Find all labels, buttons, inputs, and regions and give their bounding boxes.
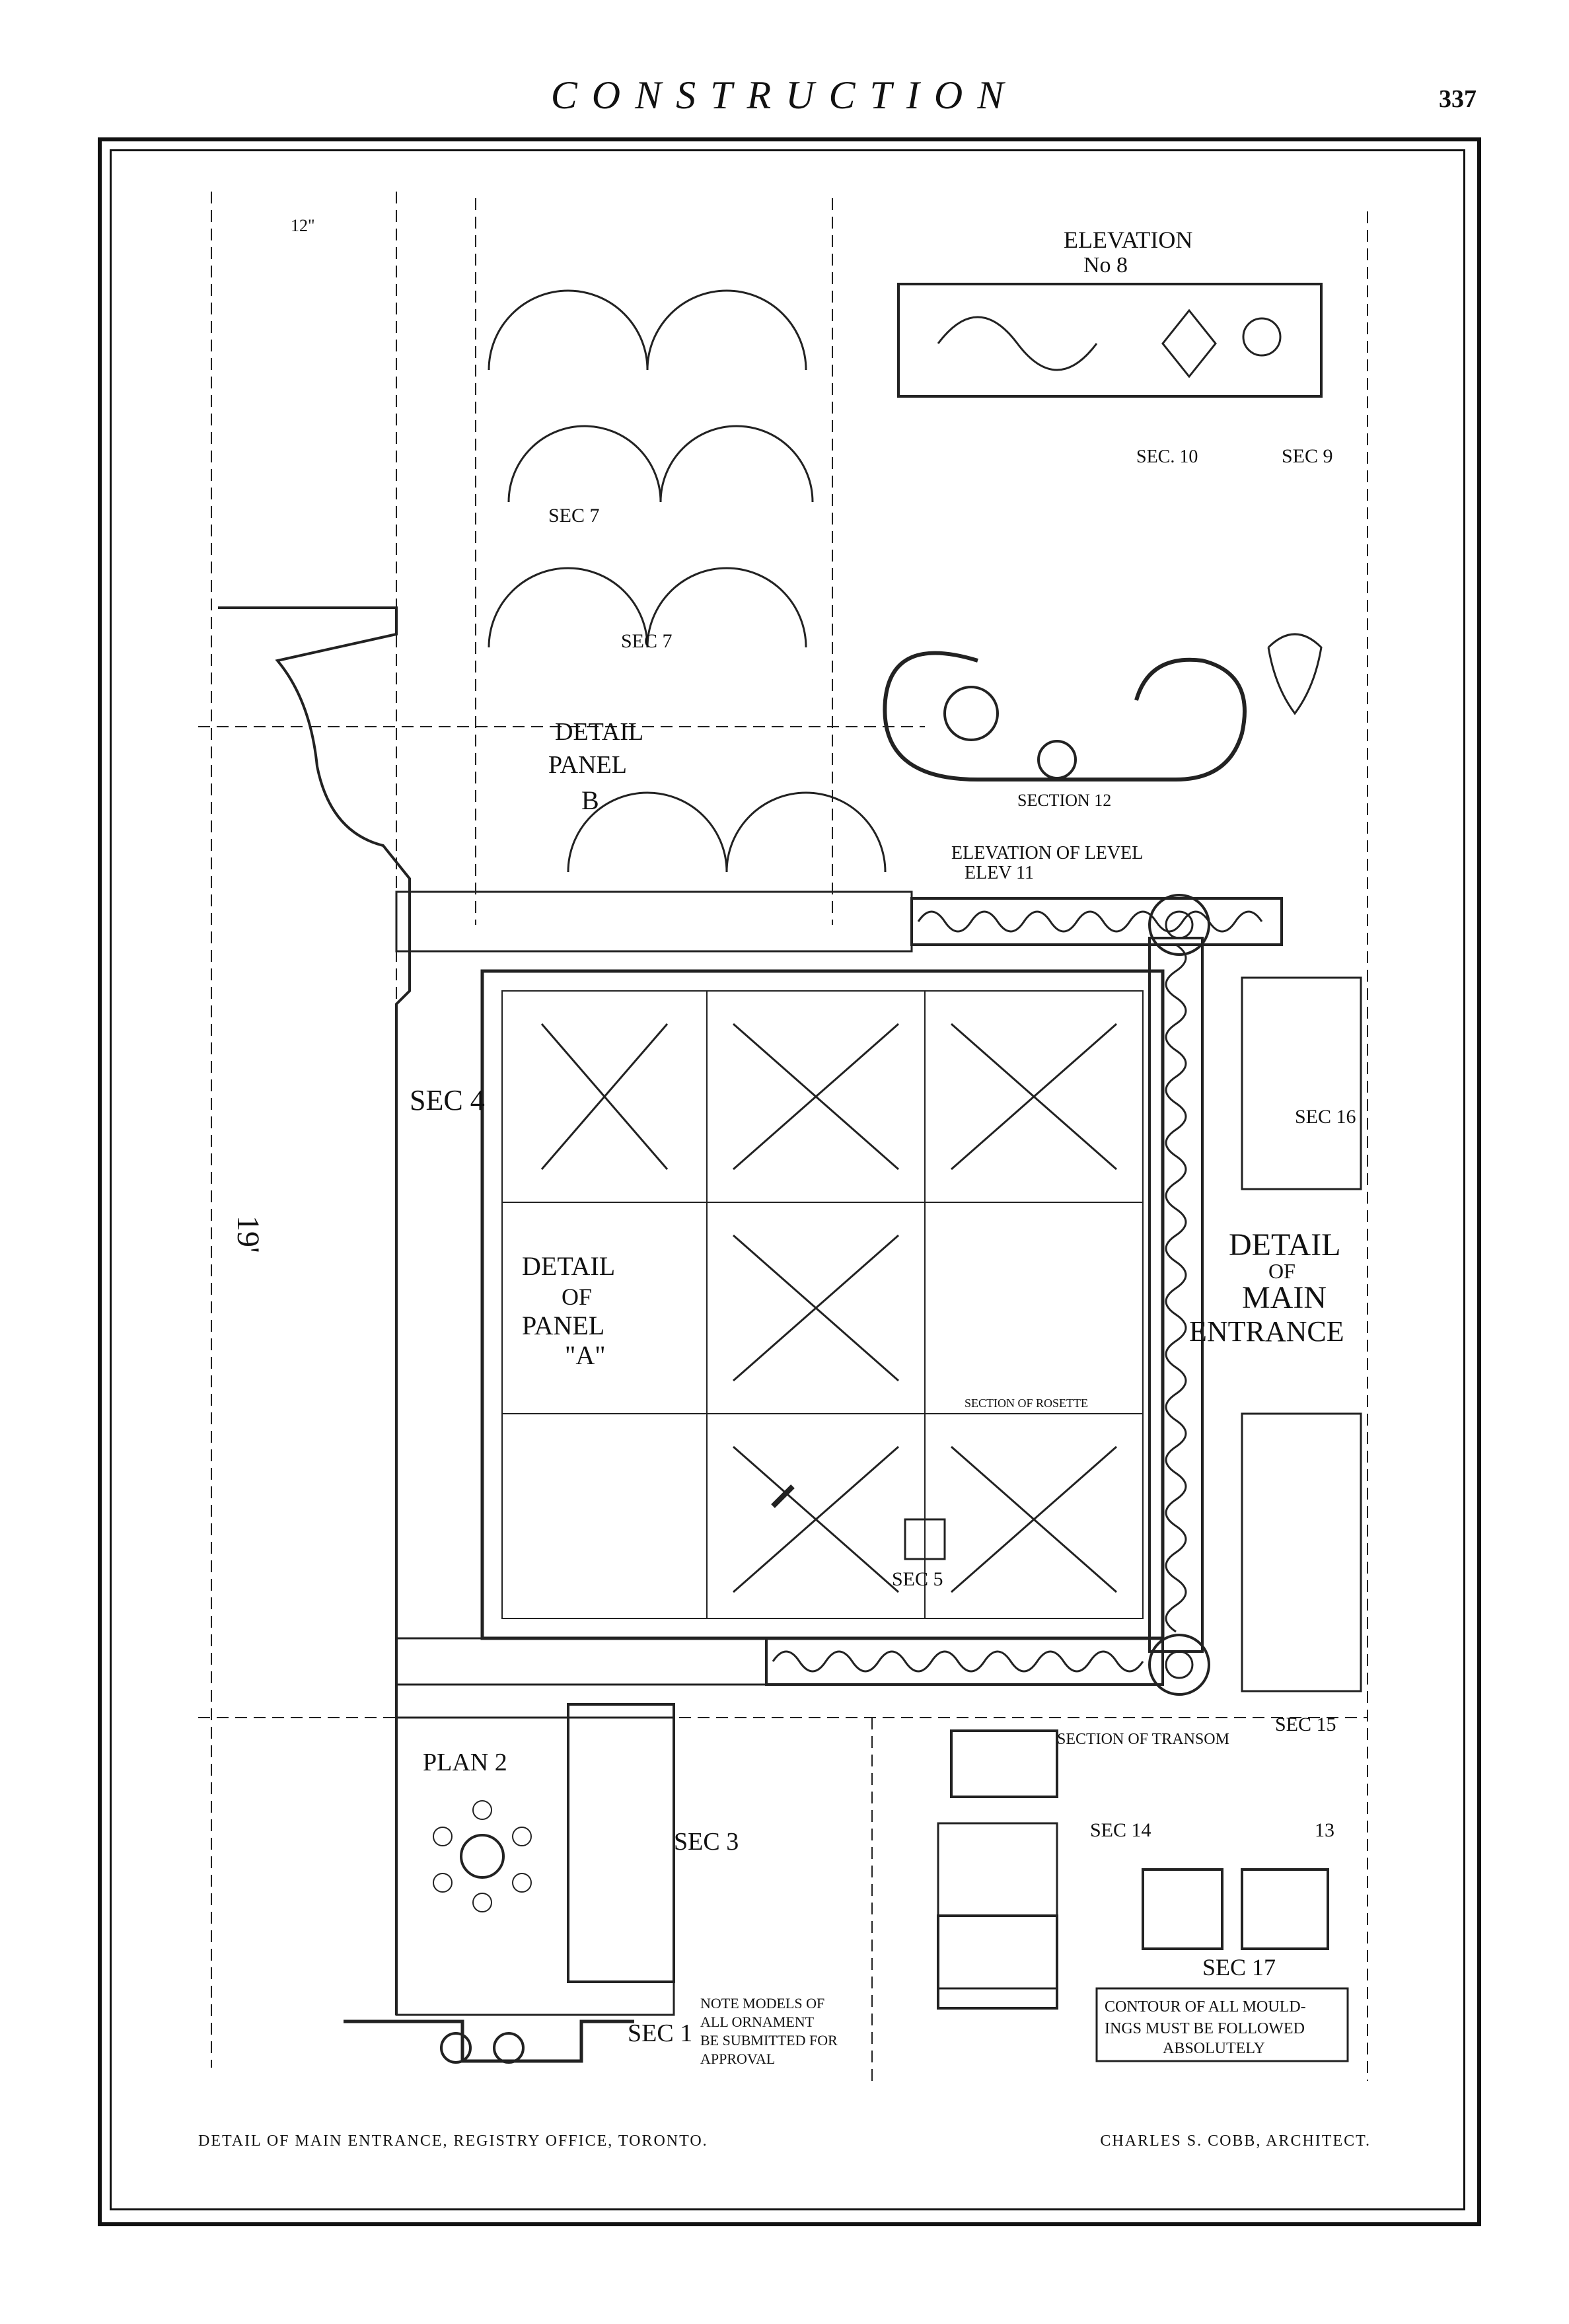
label-elevation-8: ELEVATION: [1064, 227, 1192, 253]
label-contour-note-3: ABSOLUTELY: [1163, 2040, 1265, 2057]
label-detail-panel-b-1: DETAIL: [555, 718, 643, 746]
label-detail-panel-a-4: "A": [565, 1340, 606, 1370]
plate-frame-inner: [110, 149, 1465, 2210]
label-elev-11: ELEV 11: [965, 863, 1034, 883]
label-detail-main-2: OF: [1268, 1259, 1295, 1283]
label-sec-7-b: SEC 7: [621, 630, 673, 652]
caption-left: DETAIL OF MAIN ENTRANCE, REGISTRY OFFICE…: [198, 2132, 708, 2150]
panel-b-scallops: [488, 289, 887, 873]
label-sec-10: SEC. 10: [1136, 447, 1198, 467]
label-sec-16: SEC 16: [1295, 1106, 1356, 1128]
label-sec-15: SEC 15: [1275, 1714, 1336, 1735]
label-sec-9: SEC 9: [1282, 445, 1333, 467]
label-sec-5: SEC 5: [892, 1568, 943, 1590]
label-dim-19: 19': [231, 1216, 266, 1253]
label-section-of-rosette: SECTION OF ROSETTE: [965, 1397, 1088, 1410]
label-detail-panel-b-3: B: [581, 785, 599, 815]
label-detail-main-3: MAIN: [1242, 1280, 1327, 1315]
label-sec-14: SEC 14: [1090, 1819, 1151, 1841]
label-model-note-2: ALL ORNAMENT: [700, 2014, 815, 2030]
label-detail-panel-b-2: PANEL: [548, 751, 627, 779]
plate-frame-outer: [98, 137, 1481, 2226]
label-elevation-of-level: ELEVATION OF LEVEL: [951, 843, 1143, 863]
label-detail-panel-a-3: PANEL: [522, 1311, 604, 1340]
label-contour-note-1: CONTOUR OF ALL MOULD-: [1105, 1998, 1306, 2015]
label-plan-2: PLAN 2: [423, 1749, 507, 1776]
label-sec-17: SEC 17: [1202, 1954, 1276, 1980]
label-sec-7-a: SEC 7: [548, 505, 600, 527]
label-model-note-1: NOTE MODELS OF: [700, 1995, 824, 2012]
label-section-of-transom: SECTION OF TRANSOM: [1057, 1731, 1229, 1748]
page-number: 337: [1439, 85, 1477, 113]
running-head: CONSTRUCTION: [550, 73, 1019, 117]
label-model-note-3: BE SUBMITTED FOR: [700, 2032, 838, 2049]
caption-right: CHARLES S. COBB, ARCHITECT.: [1100, 2132, 1371, 2150]
label-sec-13: 13: [1315, 1819, 1334, 1841]
label-sec-4: SEC 4: [410, 1084, 485, 1116]
label-contour-note-2: INGS MUST BE FOLLOWED: [1105, 2020, 1305, 2037]
label-dim-12: 12": [291, 216, 315, 235]
label-elevation-8-no: No 8: [1083, 253, 1128, 277]
label-detail-panel-a-2: OF: [562, 1284, 592, 1310]
label-model-note-4: APPROVAL: [700, 2051, 775, 2067]
label-sec-1: SEC 1: [628, 2019, 692, 2047]
label-sec-3: SEC 3: [674, 1828, 739, 1856]
label-section-12: SECTION 12: [1017, 791, 1111, 810]
label-detail-main-4: ENTRANCE: [1189, 1315, 1344, 1348]
label-detail-main-1: DETAIL: [1229, 1227, 1340, 1262]
label-detail-panel-a-1: DETAIL: [522, 1251, 615, 1281]
